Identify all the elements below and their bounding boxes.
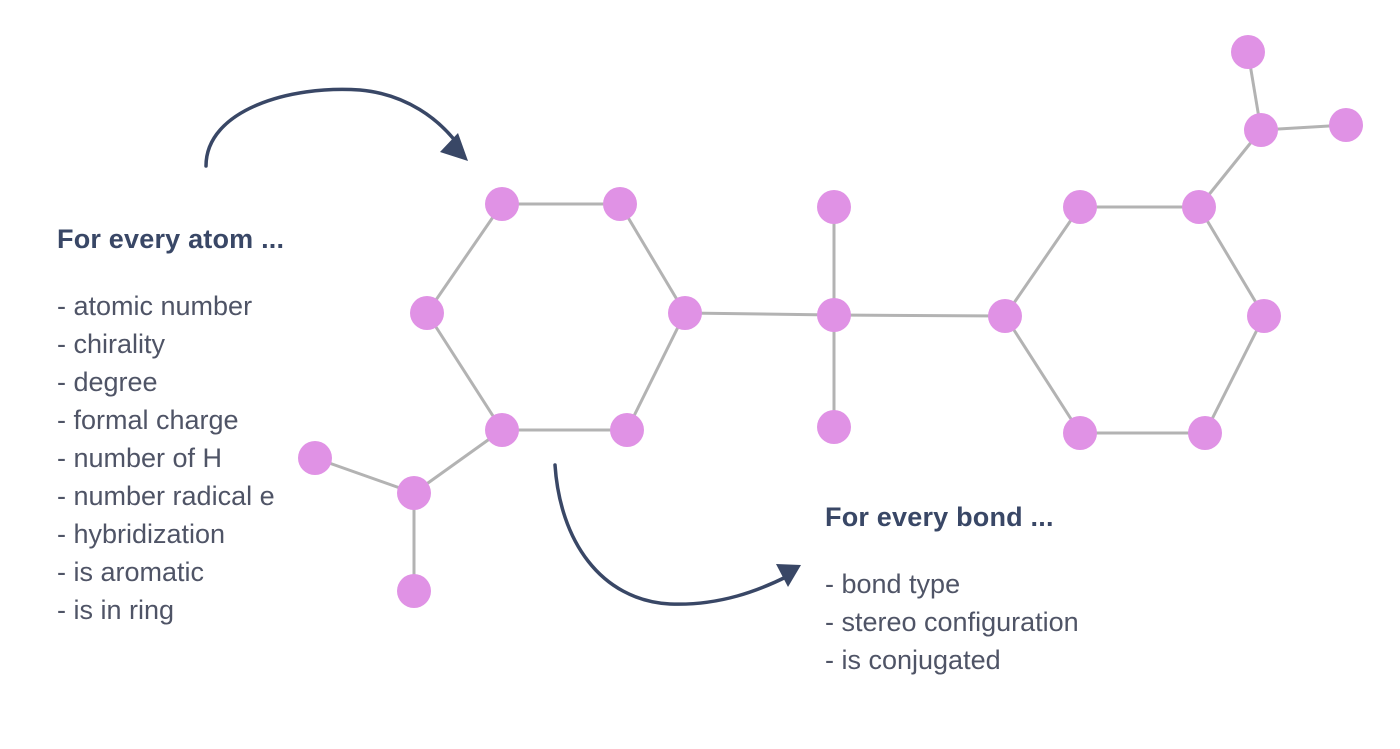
bond-feature-item: - stereo configuration [825, 607, 1079, 637]
bond-edge [625, 312, 687, 431]
atom-feature-item: - hybridization [57, 519, 226, 549]
atom-feature-item: - number of H [57, 443, 223, 473]
atom-features-panel: For every atom ... - atomic number - chi… [57, 224, 284, 629]
atom-nodes [298, 35, 1363, 608]
bond-edge [618, 203, 687, 314]
bond-edge [314, 456, 415, 495]
atom-feature-item: - degree [57, 367, 158, 397]
atom-node [1063, 416, 1097, 450]
bond-arrow [553, 463, 790, 606]
atom-node [988, 299, 1022, 333]
atom-node [610, 413, 644, 447]
atom-node [298, 441, 332, 475]
atom-node [1188, 416, 1222, 450]
atom-node [1063, 190, 1097, 224]
bond-feature-item: - is conjugated [825, 645, 1001, 675]
arrowhead-icon [776, 564, 801, 587]
bond-edge [425, 203, 504, 314]
bond-edge [413, 428, 503, 495]
atom-feature-item: - formal charge [57, 405, 239, 435]
bond-features-heading: For every bond ... [825, 502, 1054, 532]
atom-node [485, 187, 519, 221]
bond-edge [1203, 315, 1266, 434]
atom-node [410, 296, 444, 330]
atom-feature-item: - chirality [57, 329, 166, 359]
atom-node [1329, 108, 1363, 142]
atom-feature-item: - is aromatic [57, 557, 205, 587]
atom-node [1244, 113, 1278, 147]
atom-feature-item: - is in ring [57, 595, 175, 625]
atom-node [1231, 35, 1265, 69]
bond-edge [684, 311, 835, 317]
atom-node [485, 413, 519, 447]
bond-features-panel: For every bond ... - bond type - stereo … [825, 502, 1079, 679]
atom-features-heading: For every atom ... [57, 224, 285, 254]
bond-feature-item: - bond type [825, 569, 961, 599]
atom-node [817, 410, 851, 444]
atom-node [817, 190, 851, 224]
arrowhead-icon [440, 133, 468, 161]
atom-node [817, 298, 851, 332]
atom-node [1247, 299, 1281, 333]
bond-edge [833, 313, 1006, 318]
atom-arrow [204, 87, 464, 168]
bond-features-list: - bond type - stereo configuration - is … [825, 565, 1079, 679]
atom-features-list: - atomic number - chirality - degree - f… [57, 287, 284, 629]
bond-edge [1003, 206, 1082, 317]
arrows [204, 87, 801, 606]
atom-node [603, 187, 637, 221]
atom-node [397, 476, 431, 510]
atom-node [1182, 190, 1216, 224]
atom-feature-item: - atomic number [57, 291, 253, 321]
bond-edge [1003, 315, 1082, 434]
atom-node [397, 574, 431, 608]
atom-node [668, 296, 702, 330]
bond-edge [425, 312, 504, 431]
bond-edge [1197, 206, 1266, 317]
atom-feature-item: - number radical e [57, 481, 275, 511]
